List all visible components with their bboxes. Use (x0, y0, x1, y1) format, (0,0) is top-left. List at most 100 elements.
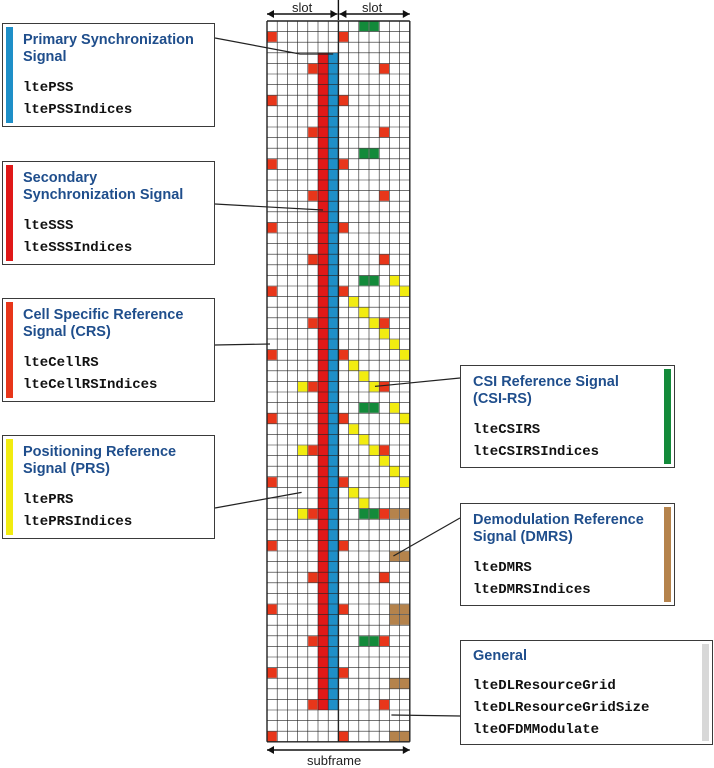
crs-cell (379, 127, 389, 138)
crs-title-line-1: Cell Specific Reference (23, 307, 184, 323)
dmrs-cell (400, 509, 410, 519)
prs-cell (359, 434, 369, 445)
crs-cell (338, 731, 349, 742)
dmrs-cell (389, 678, 400, 689)
dmrs-title-line-2: Signal (DMRS) (473, 529, 573, 545)
prs-cell (389, 339, 400, 350)
crs-cell (308, 699, 318, 710)
csirs-title-line-2: (CSI-RS) (473, 391, 532, 407)
crs-cell (338, 413, 349, 424)
crs-cell (267, 604, 277, 615)
general-title: General (473, 648, 527, 664)
csirs-color-bar (664, 369, 671, 464)
prs-leader-line (214, 491, 302, 509)
pss-panel: Primary Synchronization Signal ltePSS lt… (2, 23, 215, 127)
sss-color-bar (6, 165, 13, 261)
crs-cell (308, 254, 318, 265)
crs-cell (308, 127, 318, 138)
crs-cell (267, 413, 277, 424)
prs-cell (349, 424, 359, 434)
prs-cell (298, 445, 308, 456)
csirs-title-line-1: CSI Reference Signal (473, 374, 619, 390)
pss-title-line-1: Primary Synchronization (23, 32, 194, 48)
pss-leader-line (214, 37, 334, 55)
sss-function[interactable]: lteSSS (23, 218, 74, 234)
crs-cell (379, 572, 389, 583)
crs-cell (379, 254, 389, 265)
crs-cell (379, 63, 389, 74)
crs-function[interactable]: lteCellRS (23, 355, 99, 371)
prs-cell (298, 509, 308, 519)
dmrs-cell (400, 551, 410, 562)
prs-indices-function[interactable]: ltePRSIndices (23, 514, 133, 530)
crs-cell (379, 445, 389, 456)
prs-title-line-2: Signal (PRS) (23, 461, 111, 477)
crs-cell (338, 286, 349, 297)
crs-cell (338, 350, 349, 360)
prs-cell (359, 498, 369, 509)
crs-cell (308, 381, 318, 392)
subframe-arrow-head-right (402, 746, 410, 754)
csirs-indices-function[interactable]: lteCSIRSIndices (473, 444, 600, 460)
crs-cell (308, 318, 318, 328)
dmrs-cell (389, 551, 400, 562)
dl-resource-grid-size-function[interactable]: lteDLResourceGridSize (473, 700, 650, 716)
ofdm-modulate-function[interactable]: lteOFDMModulate (473, 722, 600, 738)
pss-title: Primary Synchronization Signal (23, 32, 194, 66)
crs-cell (379, 509, 389, 519)
crs-cell (379, 699, 389, 710)
crs-cell (267, 350, 277, 360)
prs-cell (400, 477, 410, 487)
dmrs-cell (400, 731, 410, 742)
prs-cell (359, 307, 369, 318)
prs-cell (349, 297, 359, 307)
slot-arrow-left-head-right (330, 10, 338, 18)
dmrs-indices-function[interactable]: lteDMRSIndices (473, 582, 591, 598)
crs-cell (379, 318, 389, 328)
csirs-cell (369, 636, 379, 646)
crs-cell (267, 668, 277, 678)
crs-color-bar (6, 302, 13, 398)
crs-cell (379, 191, 389, 201)
prs-cell (349, 360, 359, 371)
crs-cell (267, 222, 277, 233)
crs-indices-function[interactable]: lteCellRSIndices (23, 377, 158, 393)
dmrs-function[interactable]: lteDMRS (473, 560, 532, 576)
prs-function[interactable]: ltePRS (23, 492, 74, 508)
dmrs-leader-line (393, 517, 461, 557)
crs-cell (308, 572, 318, 583)
csirs-leader-line (374, 377, 461, 387)
crs-cell (379, 636, 389, 646)
prs-cell (379, 328, 389, 339)
crs-cell (338, 604, 349, 615)
prs-cell (400, 350, 410, 360)
slot-arrow-right-head-left (339, 10, 347, 18)
csirs-title: CSI Reference Signal (CSI-RS) (473, 374, 619, 408)
prs-panel: Positioning Reference Signal (PRS) ltePR… (2, 435, 215, 539)
crs-title-line-2: Signal (CRS) (23, 324, 111, 340)
subframe-label: subframe (307, 753, 362, 768)
prs-cell (359, 371, 369, 381)
csirs-function[interactable]: lteCSIRS (473, 422, 541, 438)
crs-cell (338, 540, 349, 551)
csirs-cell (369, 509, 379, 519)
pss-color-bar (6, 27, 13, 123)
dl-resource-grid-function[interactable]: lteDLResourceGrid (473, 678, 616, 694)
prs-cell (379, 456, 389, 466)
crs-cell (338, 32, 349, 42)
csirs-cell (359, 403, 369, 413)
crs-panel: Cell Specific Reference Signal (CRS) lte… (2, 298, 215, 402)
csirs-cell (359, 275, 369, 286)
sss-title: Secondary Synchronization Signal (23, 170, 183, 204)
general-color-bar (702, 644, 709, 741)
dmrs-panel: Demodulation Reference Signal (DMRS) lte… (460, 503, 675, 606)
crs-cell (308, 509, 318, 519)
sss-indices-function[interactable]: lteSSSIndices (23, 240, 133, 256)
csirs-cell (359, 636, 369, 646)
prs-cell (369, 318, 379, 328)
pss-indices-function[interactable]: ltePSSIndices (23, 102, 133, 118)
general-leader-line (391, 714, 461, 717)
prs-title: Positioning Reference Signal (PRS) (23, 444, 176, 478)
pss-function[interactable]: ltePSS (23, 80, 74, 96)
dmrs-cell (389, 731, 400, 742)
